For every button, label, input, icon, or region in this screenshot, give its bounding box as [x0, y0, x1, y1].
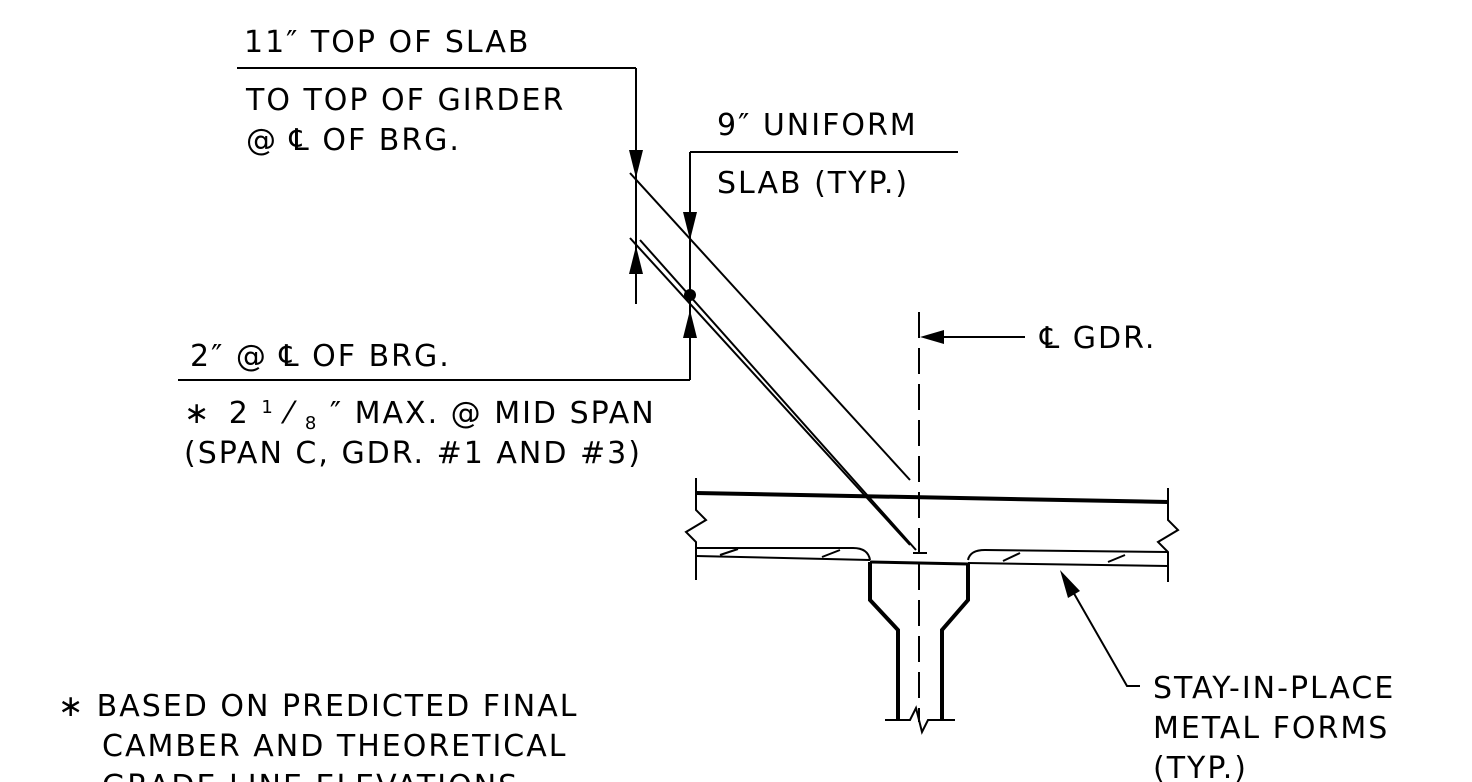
haunch-asterisk: ∗: [184, 396, 211, 431]
uniform-slab-arrow-down: [683, 212, 697, 240]
girder-left-profile: [868, 562, 900, 720]
centerline-arrow: [920, 330, 944, 344]
haunch-fraction-denominator: 8: [305, 413, 318, 434]
left-form-top-line: [696, 547, 871, 561]
slab-diagonal-lines: [629, 172, 917, 551]
slab-bottom-diagonal-2: [639, 239, 917, 551]
top-of-slab-label-1: 11″ TOP OF SLAB: [244, 25, 530, 60]
forms-label-3: (TYP.): [1153, 751, 1248, 782]
girder-centerline: ℄ GDR.: [913, 312, 1156, 722]
centerline-gdr-label: ℄ GDR.: [1039, 321, 1156, 356]
haunch-label-3: (SPAN C, GDR. #1 AND #3): [184, 436, 642, 471]
note-line-1: ∗ BASED ON PREDICTED FINAL: [58, 689, 579, 724]
slab-bottom-diagonal-1: [629, 237, 911, 546]
girder-break-line: [885, 705, 955, 735]
top-of-slab-callout: 11″ TOP OF SLAB TO TOP OF GIRDER @ ℄ OF …: [237, 25, 643, 304]
note-line-2: CAMBER AND THEORETICAL: [102, 729, 567, 764]
haunch-label-2: ∗ 2 1 ⁄ 8 ″ MAX. @ MID SPAN: [184, 386, 656, 437]
left-form-hatch-2: [821, 549, 841, 558]
right-form-hatch-1: [1002, 552, 1021, 562]
forms-leader-arrow: [1060, 570, 1080, 598]
left-form-hatch-1: [719, 548, 739, 556]
top-of-slab-label-2: TO TOP OF GIRDER: [245, 83, 565, 118]
right-form-top-line: [967, 548, 1169, 561]
right-break-line: [1156, 488, 1180, 582]
haunch-label-rest: ″ MAX. @ MID SPAN: [330, 396, 656, 431]
uniform-slab-callout: 9″ UNIFORM SLAB (TYP.): [683, 108, 958, 380]
note-line-3: GRADE LINE ELEVATIONS: [102, 769, 519, 782]
uniform-slab-arrow-up: [683, 310, 697, 338]
uniform-slab-label-2: SLAB (TYP.): [717, 166, 909, 201]
haunch-fraction-slash: ⁄: [280, 396, 297, 431]
haunch-label-1: 2″ @ ℄ OF BRG.: [190, 339, 451, 374]
girder-top-flange-line: [869, 560, 969, 566]
deck-slab-section: [684, 478, 1180, 582]
girder-section: [868, 560, 970, 735]
general-note: ∗ BASED ON PREDICTED FINAL CAMBER AND TH…: [58, 689, 579, 782]
haunch-fraction-numerator: 1: [261, 397, 274, 418]
top-of-slab-label-3: @ ℄ OF BRG.: [246, 123, 461, 158]
top-of-slab-arrow-up: [629, 246, 643, 274]
left-form-bottom-line: [695, 555, 871, 561]
right-form-hatch-2: [1107, 554, 1126, 563]
slab-top-diagonal: [629, 172, 911, 481]
forms-callout: STAY-IN-PLACE METAL FORMS (TYP.): [1060, 570, 1395, 782]
slab-top-surface: [695, 491, 1169, 504]
uniform-slab-label-1: 9″ UNIFORM: [717, 108, 918, 143]
girder-right-profile: [940, 564, 970, 720]
forms-leader-line: [1071, 589, 1140, 687]
haunch-callout: 2″ @ ℄ OF BRG. ∗ 2 1 ⁄ 8 ″ MAX. @ MID SP…: [178, 289, 696, 471]
haunch-whole-number: 2: [229, 396, 250, 431]
right-form-bottom-line: [967, 562, 1169, 567]
forms-label-1: STAY-IN-PLACE: [1153, 671, 1395, 706]
forms-label-2: METAL FORMS: [1153, 711, 1389, 746]
top-of-slab-arrow-down: [629, 150, 643, 178]
